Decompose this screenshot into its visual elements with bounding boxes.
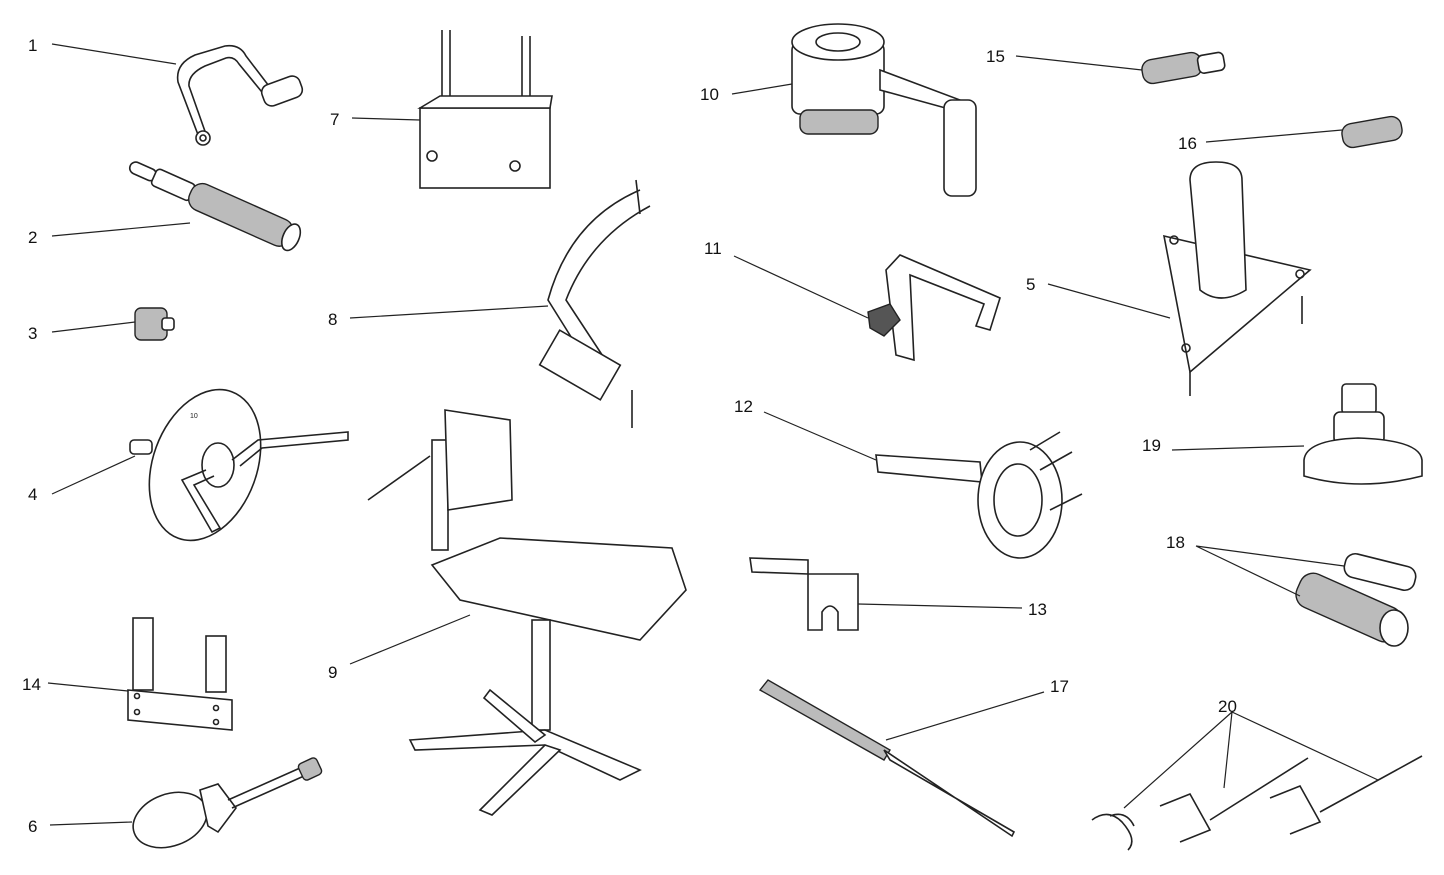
leader-2 — [51, 222, 191, 237]
tool-13-slot-gauge — [749, 557, 859, 631]
leader-14 — [47, 682, 129, 692]
callout-11: 11 — [704, 239, 722, 258]
leader-4 — [51, 455, 136, 495]
callout-12: 12 — [734, 397, 753, 416]
dial-scale: 10 — [190, 413, 198, 420]
tool-19-cup-tool — [1303, 383, 1423, 485]
callout-4: 4 — [28, 485, 37, 504]
callout-15: 15 — [986, 47, 1005, 66]
leader-8 — [349, 305, 549, 319]
tool-16-threaded-pin — [1341, 115, 1403, 149]
tool-5-triangle-plate — [1162, 161, 1312, 396]
leader-20 — [1123, 711, 1379, 809]
leader-10 — [731, 83, 793, 95]
tool-15-threaded-pin — [1141, 51, 1226, 85]
tool-7-pin-plate — [417, 30, 553, 189]
tool-11-knob-bracket — [867, 254, 1001, 362]
tool-18-drift-pair — [1295, 552, 1417, 647]
leader-9 — [349, 614, 471, 665]
callout-2: 2 — [28, 228, 37, 247]
leader-7 — [351, 117, 421, 121]
callout-7: 7 — [330, 110, 339, 129]
callout-1: 1 — [28, 36, 37, 55]
callout-19: 19 — [1142, 436, 1161, 455]
callout-9: 9 — [328, 663, 337, 682]
callout-20: 20 — [1218, 697, 1237, 716]
tool-1-hook-wrench — [176, 44, 304, 146]
leader-12 — [763, 411, 877, 461]
callout-3: 3 — [28, 324, 37, 343]
tool-17-long-driver — [758, 679, 1016, 838]
callout-6: 6 — [28, 817, 37, 836]
callout-13: 13 — [1028, 600, 1047, 619]
callout-8: 8 — [328, 310, 337, 329]
tool-14-u-bracket — [127, 617, 233, 731]
callout-10: 10 — [700, 85, 719, 104]
leader-17 — [885, 691, 1045, 741]
tool-4-degree-wheel: 10 — [129, 388, 349, 542]
leader-3 — [51, 321, 136, 333]
tool-20-fork-set — [1091, 755, 1423, 851]
tool-10-flywheel-holder — [791, 23, 977, 197]
leader-18 — [1195, 545, 1345, 597]
leader-13 — [857, 603, 1023, 609]
leader-5 — [1047, 283, 1171, 319]
leader-1 — [51, 43, 177, 65]
tool-8-arc-bracket — [538, 179, 651, 428]
leader-11 — [733, 255, 869, 319]
tool-2-knurled-puller — [128, 161, 302, 252]
callout-17: 17 — [1050, 677, 1069, 696]
callout-16: 16 — [1178, 134, 1197, 153]
callout-14: 14 — [22, 675, 41, 694]
tool-12-ring-tool — [875, 431, 1083, 559]
tool-6-filter-wrench — [132, 757, 323, 849]
leader-19 — [1171, 445, 1305, 451]
leader-15 — [1015, 55, 1143, 71]
tool-9-engine-stand — [367, 409, 687, 816]
leader-6 — [49, 821, 133, 826]
tool-3-knurled-nut — [134, 307, 175, 341]
leader-16 — [1205, 129, 1343, 143]
callout-18: 18 — [1166, 533, 1185, 552]
callout-5: 5 — [1026, 275, 1035, 294]
